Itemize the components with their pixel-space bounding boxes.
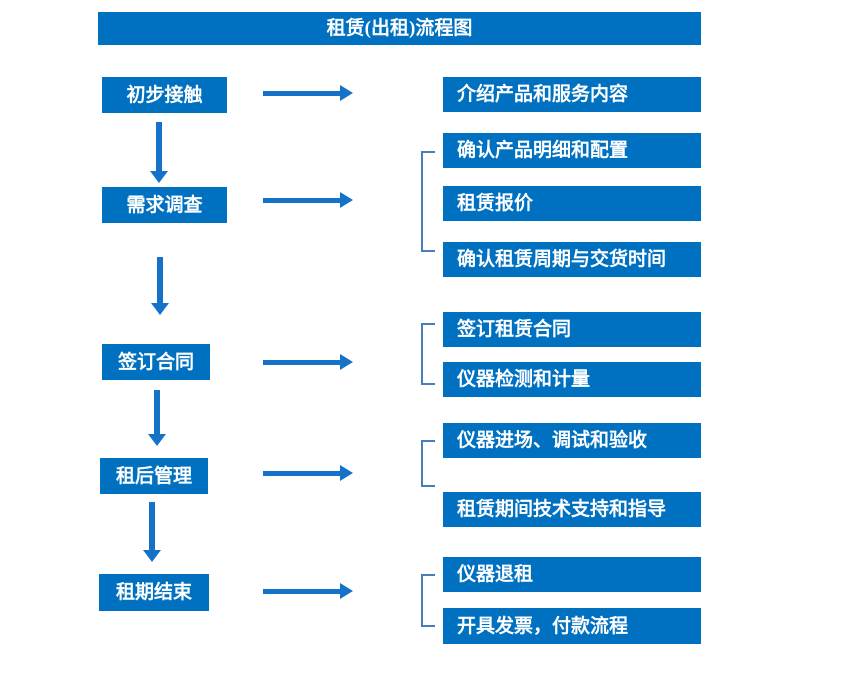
detail-box: 租赁期间技术支持和指导 [443, 492, 701, 527]
arrow-stem [263, 197, 340, 203]
detail-box: 租赁报价 [443, 186, 701, 221]
detail-label: 确认产品明细和配置 [457, 140, 629, 161]
bracket-connector [421, 574, 435, 627]
down-arrow-icon [143, 502, 161, 562]
right-arrow-icon [263, 354, 353, 370]
flowchart-title: 租赁(出租)流程图 [98, 12, 701, 45]
detail-label: 仪器检测和计量 [457, 369, 591, 390]
detail-label: 租赁期间技术支持和指导 [457, 499, 667, 520]
right-arrow-icon [263, 583, 353, 599]
arrow-head [340, 192, 353, 208]
down-arrow-icon [151, 257, 169, 315]
step-label: 租期结束 [115, 582, 192, 603]
bracket-connector [421, 440, 435, 487]
arrow-stem [149, 502, 155, 550]
arrow-head [340, 583, 353, 599]
detail-label: 开具发票，付款流程 [457, 615, 629, 637]
detail-label: 仪器退租 [457, 564, 534, 585]
arrow-stem [157, 257, 163, 303]
arrow-head [143, 550, 161, 562]
arrow-head [150, 171, 168, 183]
bracket-connector [421, 323, 435, 385]
detail-box: 确认产品明细和配置 [443, 133, 701, 168]
detail-box: 签订租赁合同 [443, 312, 701, 347]
flowchart-title-text: 租赁(出租)流程图 [326, 18, 473, 39]
step-label: 需求调查 [126, 194, 203, 216]
step-demand-survey: 需求调查 [102, 187, 227, 223]
detail-label: 租赁报价 [457, 193, 534, 214]
arrow-stem [263, 359, 340, 365]
detail-box: 介绍产品和服务内容 [443, 77, 701, 112]
arrow-head [151, 303, 169, 315]
detail-label: 确认租赁周期与交货时间 [457, 249, 667, 270]
step-rental-end: 租期结束 [99, 574, 209, 611]
right-arrow-icon [263, 465, 353, 481]
detail-box: 仪器进场、调试和验收 [443, 423, 701, 458]
step-initial-contact: 初步接触 [102, 77, 227, 113]
detail-box: 仪器退租 [443, 557, 701, 592]
detail-label: 签订租赁合同 [457, 319, 572, 340]
arrow-head [340, 354, 353, 370]
arrow-head [340, 465, 353, 481]
down-arrow-icon [148, 390, 166, 446]
step-label: 签订合同 [117, 351, 194, 373]
detail-box: 仪器检测和计量 [443, 362, 701, 397]
detail-box: 开具发票，付款流程 [443, 608, 701, 644]
arrow-head [340, 85, 353, 101]
right-arrow-icon [263, 85, 353, 101]
step-sign-contract: 签订合同 [102, 344, 210, 380]
arrow-stem [263, 470, 340, 476]
detail-box: 确认租赁周期与交货时间 [443, 242, 701, 277]
detail-label: 介绍产品和服务内容 [457, 84, 629, 105]
arrow-stem [263, 90, 340, 96]
arrow-stem [156, 122, 162, 171]
arrow-stem [263, 588, 340, 594]
right-arrow-icon [263, 192, 353, 208]
bracket-connector [421, 151, 435, 252]
detail-label: 仪器进场、调试和验收 [457, 430, 648, 451]
step-post-rental-management: 租后管理 [100, 458, 208, 494]
step-label: 租后管理 [115, 465, 192, 487]
arrow-stem [154, 390, 160, 434]
step-label: 初步接触 [126, 84, 203, 106]
down-arrow-icon [150, 122, 168, 183]
arrow-head [148, 434, 166, 446]
